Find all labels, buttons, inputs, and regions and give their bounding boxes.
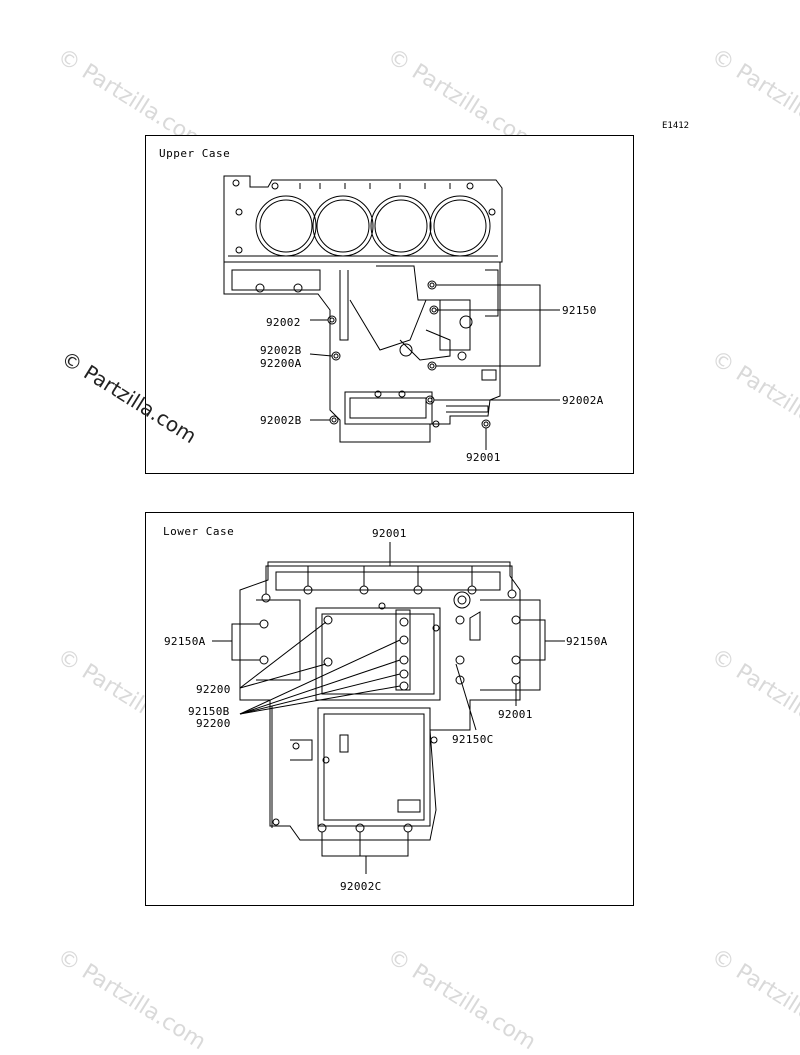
part-label-92150b: 92150B <box>188 705 230 718</box>
part-label-92150a-left: 92150A <box>164 635 206 648</box>
part-label-92200a: 92200A <box>260 357 302 370</box>
part-label-92200-lower: 92200 <box>196 717 231 730</box>
part-label-92001: 92001 <box>466 451 501 464</box>
part-label-92200: 92200 <box>196 683 231 696</box>
part-label-92001-right: 92001 <box>498 708 533 721</box>
lower-case-title: Lower Case <box>163 525 235 538</box>
part-label-92002b: 92002B <box>260 344 302 357</box>
part-label-92002b-lower: 92002B <box>260 414 302 427</box>
upper-case-drawing <box>223 175 560 450</box>
diagram-id: E1412 <box>662 121 690 131</box>
part-label-92150c: 92150C <box>452 733 494 746</box>
part-label-92002: 92002 <box>266 316 301 329</box>
lower-case-drawing <box>212 542 565 874</box>
part-label-92150a-right: 92150A <box>566 635 608 648</box>
part-label-92002a: 92002A <box>562 394 604 407</box>
upper-case-title: Upper Case <box>159 147 231 160</box>
part-label-92150: 92150 <box>562 304 597 317</box>
part-label-92001-top: 92001 <box>372 527 407 540</box>
part-label-92002c: 92002C <box>340 880 382 893</box>
